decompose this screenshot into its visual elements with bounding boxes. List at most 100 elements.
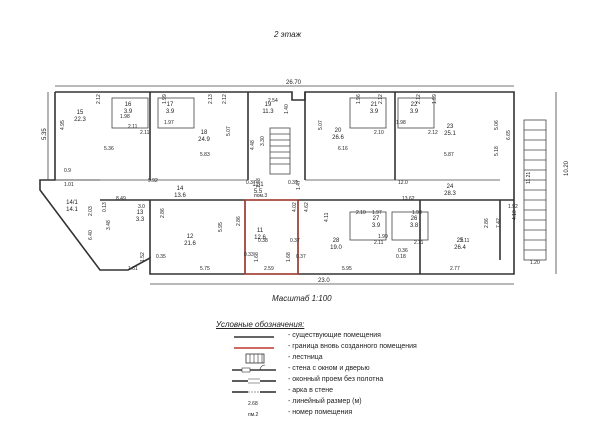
dimension-label: 2.12	[96, 94, 102, 104]
dimension-label: 6.40	[88, 230, 94, 240]
dimension-label: 2.11	[460, 238, 470, 244]
dimension-label: 1.68	[286, 252, 292, 262]
room-number: 20	[335, 128, 342, 134]
dimension-label: 1.98	[120, 114, 130, 120]
dimension-label: 5.95	[218, 222, 224, 232]
dimension-label: 4.10	[512, 210, 518, 220]
room-area: 24.9	[198, 137, 210, 143]
room-number: 22	[411, 102, 418, 108]
dimension-label: 4.62	[304, 202, 310, 212]
overall-left-dim: 5.35	[42, 128, 48, 140]
room-area: 13.6	[174, 193, 186, 199]
dimension-label: 2.12	[378, 94, 384, 104]
dimension-label: 2.13	[208, 94, 214, 104]
room-number: 25	[457, 238, 464, 244]
dimension-label: 1.48	[256, 178, 262, 188]
overall-top-dim: 26.70	[286, 80, 302, 86]
dimension-label: 1.20	[530, 260, 540, 266]
legend-item-stairs: - лестница	[228, 353, 428, 364]
red-note: пом.3	[254, 193, 267, 199]
room-area: 22.3	[74, 117, 86, 123]
room-area: 3.9	[124, 109, 133, 115]
dimension-label: 5.83	[200, 152, 210, 158]
dimension-label: 1.99	[162, 94, 168, 104]
room-area: 12.6	[254, 235, 266, 241]
room-number: 17	[167, 102, 174, 108]
dimension-label: 1.92	[508, 204, 518, 210]
dimension-label: 2.03	[88, 206, 94, 216]
room-number: 12	[187, 234, 194, 240]
dimension-label: 9.92	[148, 178, 158, 184]
dimension-label: 4.11	[324, 212, 330, 222]
legend-item-linear-dim: 2.68 - линейный размер (м)	[228, 397, 428, 408]
dimension-label: 2.10	[356, 210, 366, 216]
dimension-label: 2.86	[160, 208, 166, 218]
overall-bottom-dim: 23.0	[318, 278, 330, 284]
dimension-label: 3.0	[138, 204, 145, 210]
dimension-label: 2.77	[450, 266, 460, 272]
dimension-label: 1.99	[432, 94, 438, 104]
legend-item-wall-window-door: - стена с окном и дверью	[228, 364, 428, 375]
legend-item-existing: - существующие помещения	[228, 331, 428, 342]
dimension-label: 4.95	[60, 120, 66, 130]
dimension-label: 2.12	[416, 94, 422, 104]
room-area: 5.5	[254, 189, 263, 195]
dimension-label: 1.47	[296, 180, 302, 190]
room-number: 28	[333, 238, 340, 244]
dimension-label: 3.48	[106, 220, 112, 230]
dimension-label: 1.97	[372, 210, 382, 216]
dimension-label: 5.36	[104, 146, 114, 152]
dimension-label: 13.62	[402, 196, 415, 202]
dimension-label: 1.40	[284, 104, 290, 114]
dimension-label: 0.38	[258, 238, 268, 244]
dimension-label: 5.07	[318, 120, 324, 130]
room-area: 3.9	[372, 223, 381, 229]
dimension-label: 1.68	[254, 252, 260, 262]
dimension-label: 2.11	[128, 124, 138, 130]
room-number: 19	[265, 102, 272, 108]
dimension-label: 1.98	[396, 120, 406, 126]
window-opening-symbol	[232, 378, 276, 384]
dimension-label: 2.54	[268, 98, 278, 104]
room-number: 26	[411, 216, 418, 222]
dimension-label: 4.02	[292, 202, 298, 212]
dimension-label: 3.30	[260, 136, 266, 146]
overall-right-dim: 10.20	[564, 160, 570, 176]
dimension-label: 1.52	[140, 252, 146, 262]
dimension-label: 7.42	[496, 218, 502, 228]
dimension-label: 5.06	[494, 120, 500, 130]
dimension-label: 8.49	[116, 196, 126, 202]
legend-item-arch: - арка в стене	[228, 386, 428, 397]
room-number: 13	[137, 210, 144, 216]
dimension-label: 1.98	[412, 210, 422, 216]
room-area: 25.1	[444, 131, 456, 137]
dimension-label: 2.11	[374, 240, 384, 246]
dimension-label: 6.16	[338, 146, 348, 152]
svg-text:2.68: 2.68	[248, 401, 258, 407]
dimension-label: 2.11	[414, 240, 424, 246]
room-area: 19.0	[330, 245, 342, 251]
svg-text:пм.2: пм.2	[248, 412, 259, 418]
room-number: 21	[371, 102, 378, 108]
arch-symbol	[232, 391, 276, 393]
legend-title: Условные обозначения:	[216, 320, 305, 329]
dimension-label: 0.36	[398, 248, 408, 254]
room-area: 3.3	[136, 217, 145, 223]
room-number: 16	[125, 102, 132, 108]
dimension-label: 2.12	[428, 130, 438, 136]
dimension-label: 5.95	[342, 266, 352, 272]
dimension-label: 5.87	[444, 152, 454, 158]
room-area: 11.3	[262, 109, 274, 115]
room-number: 14	[177, 186, 184, 192]
room-number: 11/1	[252, 182, 264, 188]
room-number: 23	[447, 124, 454, 130]
dimension-label: 5.75	[200, 266, 210, 272]
linear-dim-symbol: 2.68	[248, 401, 258, 407]
dimension-label: 0.18	[396, 254, 406, 260]
dimension-label: 0.35	[156, 254, 166, 260]
dimension-label: 1.96	[356, 94, 362, 104]
room-number: 15	[77, 110, 84, 116]
dimension-label: 2.10	[374, 130, 384, 136]
room-number: 11	[257, 228, 264, 234]
legend-item-window-opening: - оконный проем без полотна	[228, 375, 428, 386]
